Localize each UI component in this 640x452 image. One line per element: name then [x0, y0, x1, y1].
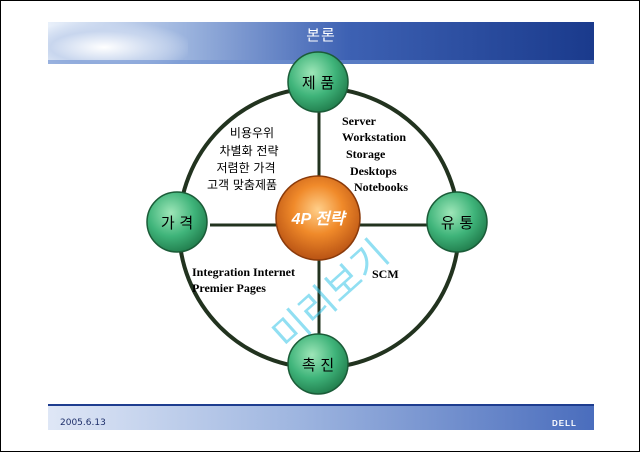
slide-title: 본론: [306, 26, 336, 44]
center-node: 4P 전략: [275, 175, 361, 261]
product-line: Storage: [346, 147, 386, 161]
node-price-label: 가 격: [161, 214, 193, 232]
product-line: Desktops: [350, 164, 397, 178]
distribution-label: SCM: [372, 267, 399, 281]
promotion-line: Integration Internet: [192, 265, 295, 279]
product-line: Server: [342, 114, 377, 128]
node-price: 가 격: [146, 191, 208, 253]
node-product-label: 제 품: [302, 74, 334, 92]
promotion-line: Premier Pages: [192, 281, 266, 295]
center-label: 4P 전략: [291, 210, 348, 228]
promotion-lines: Integration Internet Premier Pages: [192, 265, 295, 295]
node-promotion-label: 촉 진: [302, 356, 334, 374]
footer-line: [48, 404, 594, 406]
price-point: 비용우위: [230, 126, 274, 140]
node-promotion: 촉 진: [287, 333, 349, 395]
footer-date: 2005.6.13: [60, 418, 106, 428]
price-point: 차별화 전략: [219, 144, 278, 158]
node-distribution-label: 유 통: [441, 214, 473, 232]
header-decoration: [48, 22, 188, 64]
price-point: 저렴한 가격: [216, 161, 275, 175]
node-distribution: 유 통: [426, 191, 488, 253]
price-point: 고객 맞춤제품: [207, 178, 277, 192]
product-lines: Server Workstation Storage Desktops Note…: [342, 114, 408, 194]
node-product: 제 품: [287, 51, 349, 113]
product-line: Notebooks: [354, 180, 408, 194]
slide-footer: [48, 406, 594, 430]
dell-logo: DELL: [552, 419, 577, 428]
price-points: 비용우위 차별화 전략 저렴한 가격 고객 맞춤제품: [207, 126, 279, 192]
product-line: Workstation: [342, 130, 406, 144]
